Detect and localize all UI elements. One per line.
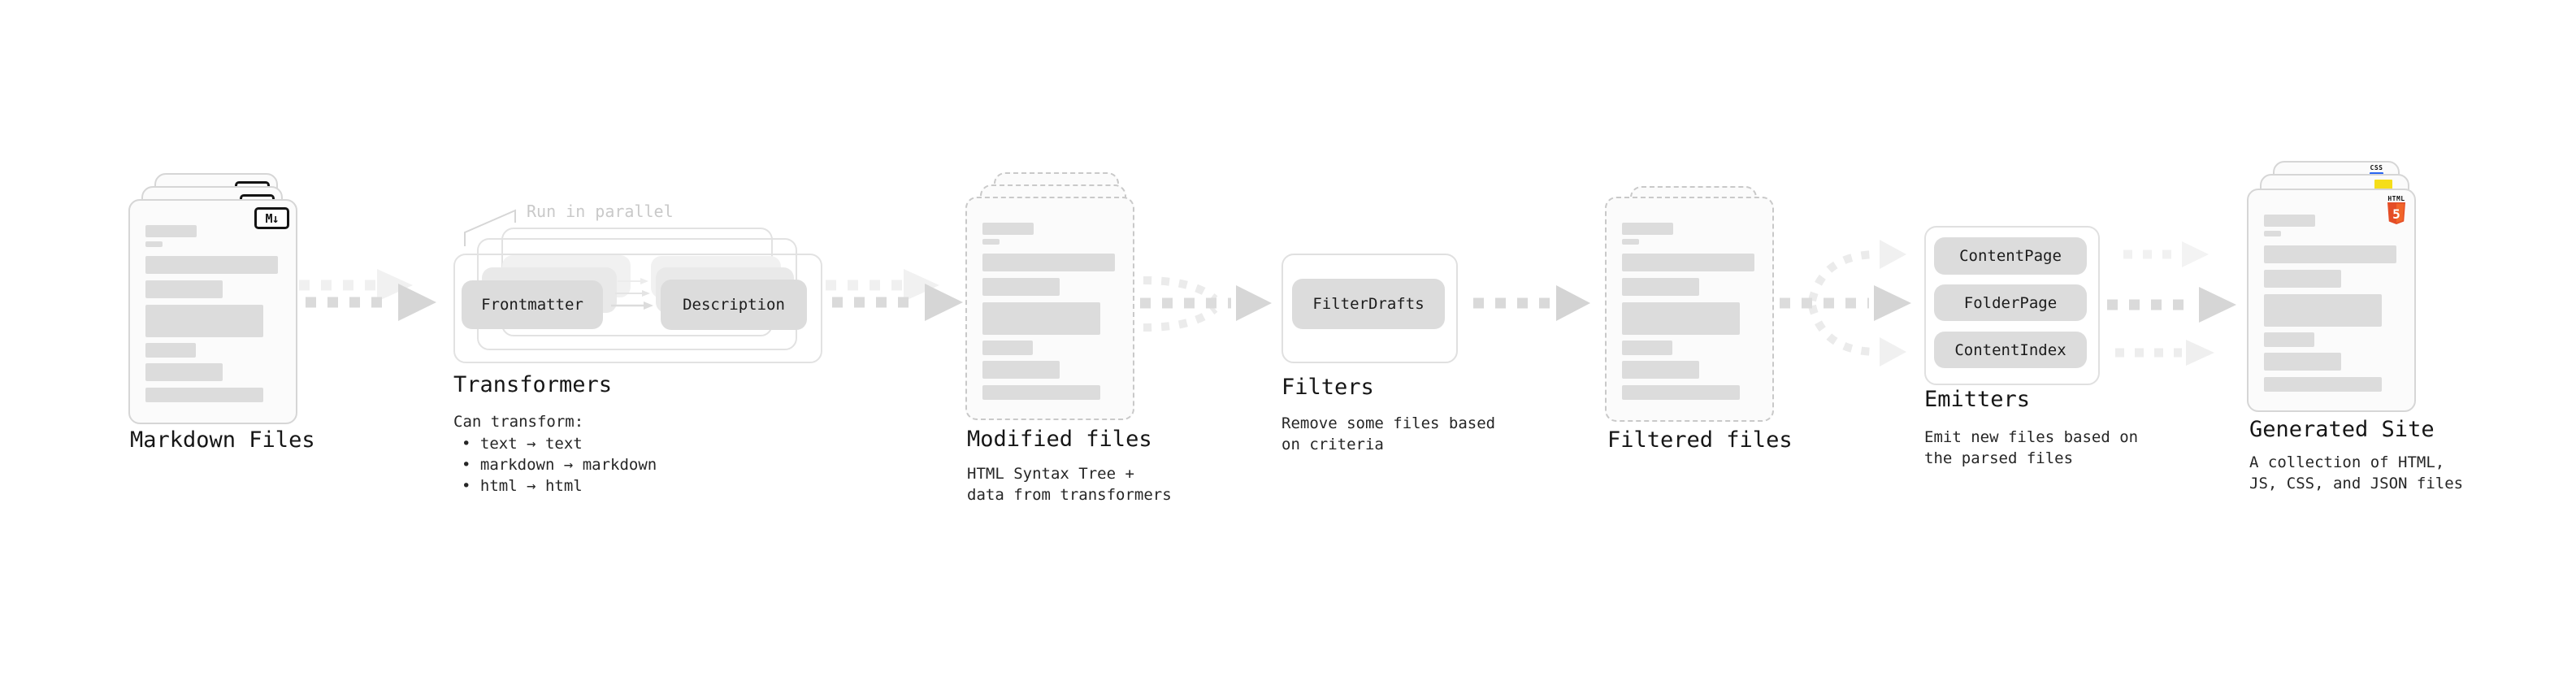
text-placeholder-bar (1622, 302, 1740, 335)
emitters-description-line-1: Emit new files based on (1924, 428, 2139, 446)
text-placeholder-bar (982, 385, 1100, 400)
text-placeholder-bar (1622, 278, 1699, 296)
text-placeholder-bar (982, 239, 1000, 245)
filters-description-line-1: Remove some files based (1281, 414, 1496, 432)
text-placeholder-bar (1622, 223, 1673, 235)
text-placeholder-bar (1622, 361, 1699, 379)
text-placeholder-bar (2264, 245, 2396, 263)
flow-arrows-emitters-to-generated (2107, 241, 2236, 366)
text-placeholder-bar (2264, 294, 2382, 327)
text-placeholder-bar (145, 256, 278, 274)
text-placeholder-bar (982, 254, 1115, 271)
svg-text:5: 5 (2392, 206, 2400, 222)
filters-description-line-2: on criteria (1281, 436, 1384, 453)
stage-label-modified-files: Modified files (967, 427, 1152, 452)
modified-file-card-front (965, 197, 1134, 420)
text-placeholder-bar (2264, 270, 2341, 288)
transformers-bullet-3: • html → html (462, 477, 583, 495)
text-placeholder-bar (2264, 353, 2341, 371)
modified-description-line-2: data from transformers (967, 486, 1172, 504)
flow-arrow-filters-to-filtered (1473, 285, 1590, 321)
text-placeholder-bar (2264, 215, 2315, 227)
transformer-box-frontmatter: Frontmatter (462, 280, 603, 329)
text-placeholder-bar (145, 225, 197, 237)
stage-label-generated-site: Generated Site (2249, 417, 2435, 442)
js-icon (2374, 180, 2392, 191)
transformers-description: Can transform: (453, 413, 584, 431)
flow-arrow-modified-to-filters-merge (1140, 276, 1272, 332)
stage-label-filters: Filters (1281, 375, 1374, 400)
transformers-bullet-1: • text → text (462, 435, 583, 453)
filterdrafts-label: FilterDrafts (1312, 295, 1425, 313)
modified-description-line-1: HTML Syntax Tree + (967, 465, 1134, 483)
text-placeholder-bar (1622, 385, 1740, 400)
html5-icon: HTML 5 (2386, 195, 2407, 225)
frontmatter-label: Frontmatter (481, 296, 583, 314)
stage-label-markdown-files: Markdown Files (130, 427, 315, 453)
text-placeholder-bar (145, 343, 196, 358)
text-placeholder-bar (145, 280, 223, 298)
contentpage-label: ContentPage (1959, 247, 2062, 265)
description-label: Description (683, 296, 785, 314)
text-placeholder-bar (145, 305, 263, 337)
stage-label-transformers: Transformers (453, 372, 613, 397)
text-placeholder-bar (2264, 332, 2314, 347)
text-placeholder-bar (982, 302, 1100, 335)
flow-arrow-transformers-to-modified (826, 269, 963, 321)
transformer-instance-front (453, 254, 822, 363)
transformers-bullet-2: • markdown → markdown (462, 456, 657, 474)
folderpage-label: FolderPage (1963, 293, 2058, 312)
frontmatter-to-description-arrows (611, 278, 653, 310)
generated-description-line-1: A collection of HTML, (2249, 453, 2445, 471)
text-placeholder-bar (2264, 377, 2382, 392)
text-placeholder-bar (145, 241, 163, 247)
markdown-file-card-front: M↓ (128, 199, 297, 424)
text-placeholder-bar (2264, 231, 2281, 236)
text-placeholder-bar (982, 223, 1034, 235)
text-placeholder-bar (1622, 239, 1639, 245)
text-placeholder-bar (982, 361, 1060, 379)
emitter-box-folderpage: FolderPage (1934, 284, 2087, 321)
generated-file-card-html: HTML 5 (2247, 189, 2416, 412)
flow-arrow-markdown-to-transformers (299, 269, 436, 321)
run-in-parallel-annotation: Run in parallel (527, 202, 674, 221)
css-icon: CSS (2370, 165, 2383, 175)
run-in-parallel-leader-line (464, 209, 516, 246)
emitter-box-contentindex: ContentIndex (1934, 332, 2087, 368)
text-placeholder-bar (982, 340, 1033, 355)
filtered-file-card-front (1605, 197, 1774, 422)
stage-label-filtered-files: Filtered files (1607, 427, 1793, 453)
filter-box-filterdrafts: FilterDrafts (1292, 279, 1445, 329)
markdown-icon: M↓ (254, 207, 289, 229)
generated-description-line-2: JS, CSS, and JSON files (2249, 475, 2464, 492)
emitters-description-line-2: the parsed files (1924, 449, 2074, 467)
stage-label-emitters: Emitters (1924, 387, 2031, 412)
text-placeholder-bar (145, 388, 263, 402)
text-placeholder-bar (1622, 254, 1754, 271)
contentindex-label: ContentIndex (1954, 340, 2066, 359)
text-placeholder-bar (982, 278, 1060, 296)
text-placeholder-bar (145, 363, 223, 381)
text-placeholder-bar (1622, 340, 1672, 355)
transformer-box-description: Description (661, 280, 807, 330)
flow-arrow-filtered-to-emitters-split (1780, 240, 1911, 367)
emitter-box-contentpage: ContentPage (1934, 237, 2087, 275)
filters-container (1281, 254, 1458, 363)
emitters-container (1924, 226, 2100, 385)
